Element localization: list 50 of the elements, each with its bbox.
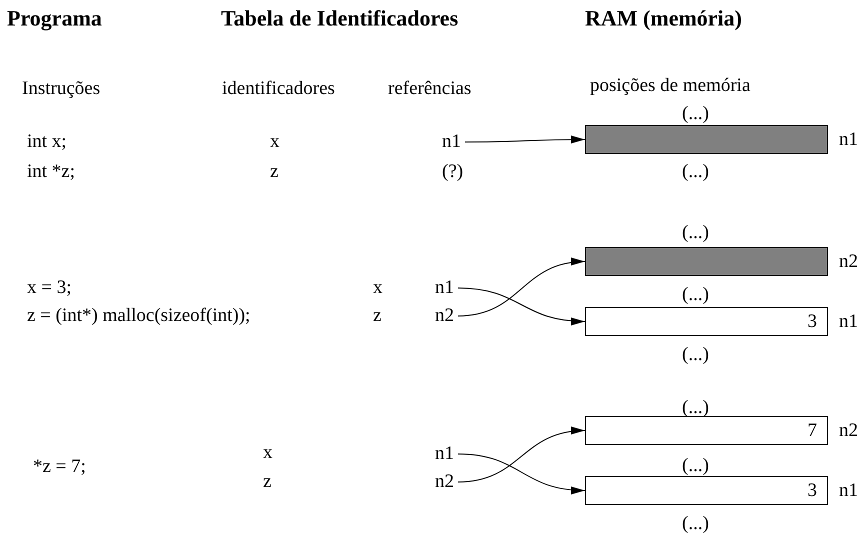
address-label: n1 <box>839 129 858 151</box>
ellipsis: (...) <box>682 284 709 306</box>
arrow <box>458 288 586 326</box>
reference: (?) <box>442 161 464 183</box>
memory-cell <box>585 247 828 276</box>
ellipsis: (...) <box>682 103 709 125</box>
ellipsis: (...) <box>682 397 709 419</box>
address-label: n1 <box>839 480 858 502</box>
cell-value: 3 <box>808 310 817 332</box>
ellipsis: (...) <box>682 161 709 183</box>
identifier: x <box>270 131 280 153</box>
address-label: n2 <box>839 251 858 273</box>
code-line: *z = 7; <box>33 456 86 478</box>
reference: n1 <box>435 443 454 465</box>
column-header: posições de memória <box>590 75 750 97</box>
identifier: z <box>373 305 382 327</box>
cell-value: 3 <box>808 480 817 502</box>
memory-cell <box>585 125 828 154</box>
column-heading: Tabela de Identificadores <box>221 5 458 31</box>
memory-cell <box>585 416 828 445</box>
ellipsis: (...) <box>682 455 709 477</box>
reference: n1 <box>435 277 454 299</box>
code-line: int *z; <box>27 161 76 183</box>
reference: n2 <box>435 305 454 327</box>
code-line: x = 3; <box>27 277 72 299</box>
memory-cell <box>585 307 828 336</box>
arrow <box>458 427 586 482</box>
arrow <box>464 136 586 144</box>
arrow <box>458 454 586 494</box>
identifier: z <box>263 471 272 493</box>
column-header: identificadores <box>222 78 335 100</box>
ellipsis: (...) <box>682 513 709 535</box>
reference: n1 <box>442 131 461 153</box>
cell-value: 7 <box>808 420 817 442</box>
identifier: x <box>263 442 272 464</box>
column-heading: RAM (memória) <box>585 5 742 31</box>
code-line: int x; <box>27 131 67 153</box>
column-heading: Programa <box>7 5 102 31</box>
column-header: referências <box>388 78 472 100</box>
column-header: Instruções <box>22 78 100 100</box>
memory-cell <box>585 476 828 505</box>
arrow <box>458 258 586 316</box>
reference: n2 <box>435 471 454 493</box>
ellipsis: (...) <box>682 344 709 366</box>
address-label: n1 <box>839 311 858 333</box>
identifier: z <box>270 161 278 183</box>
code-line: z = (int*) malloc(sizeof(int)); <box>27 305 250 327</box>
identifier: x <box>373 277 382 299</box>
address-label: n2 <box>839 420 858 442</box>
ellipsis: (...) <box>682 222 709 244</box>
